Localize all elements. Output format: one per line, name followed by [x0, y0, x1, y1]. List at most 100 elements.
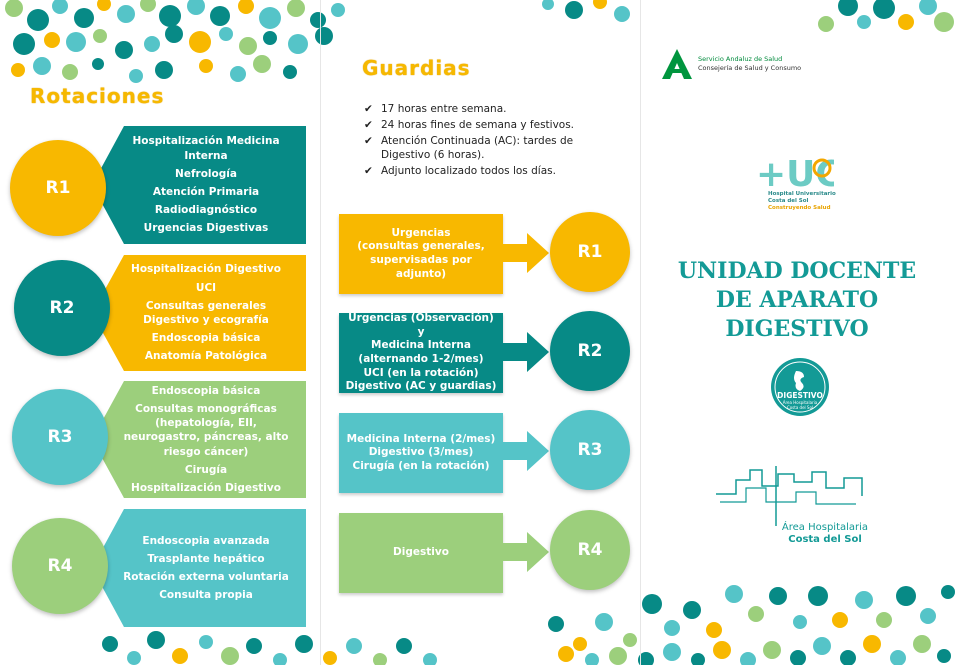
- level-circle-r4: R4: [12, 518, 108, 614]
- decorative-dot: [423, 653, 437, 665]
- decorative-dot: [246, 638, 262, 654]
- badge-line-2: Costa del Sol: [786, 405, 814, 410]
- decorative-dot: [199, 635, 213, 649]
- rotation-item: Rotación externa voluntaria: [123, 571, 289, 583]
- arrow-right-icon: [503, 532, 549, 572]
- decorative-dot: [808, 586, 828, 606]
- decorative-dot: [74, 8, 94, 28]
- panel-fold-1: [320, 0, 321, 665]
- bullet-text: Adjunto localizado todos los días.: [381, 165, 556, 177]
- rotation-item: Endoscopia básica: [151, 332, 261, 345]
- decorative-dot: [919, 0, 937, 15]
- rotation-box-r3: Endoscopia básica Consultas monográficas…: [92, 381, 306, 498]
- decorative-dot: [331, 3, 345, 17]
- decorative-dot: [230, 66, 246, 82]
- decorative-dot: [593, 0, 607, 9]
- decorative-dot: [27, 9, 49, 31]
- rotation-box-r2: Hospitalización Digestivo UCI Consultas …: [92, 255, 306, 371]
- decorative-dot: [706, 622, 722, 638]
- decorative-dot: [614, 6, 630, 22]
- decorative-dot: [187, 0, 205, 15]
- guard-circle-r2: R2: [550, 311, 630, 391]
- decorative-dot: [189, 31, 211, 53]
- decorative-dot: [199, 59, 213, 73]
- bullet-text: Atención Continuada (AC): tardes de Dige…: [381, 135, 574, 161]
- arrow-right-icon: [503, 431, 549, 471]
- decorative-dot: [346, 638, 362, 654]
- rotation-item: Atención Primaria: [152, 186, 260, 198]
- rotation-box-r4: Endoscopia avanzada Trasplante hepático …: [92, 509, 306, 627]
- decorative-dot: [913, 635, 931, 653]
- decorative-dot: [725, 585, 743, 603]
- decorative-dot: [863, 635, 881, 653]
- decorative-dot: [283, 65, 297, 79]
- decorative-dot: [221, 647, 239, 665]
- badge-title: DIGESTIVO: [777, 391, 823, 400]
- decorative-dot: [287, 0, 305, 17]
- decorative-dot: [219, 27, 233, 41]
- guard-line: Digestivo: [393, 546, 449, 559]
- decorative-dot: [5, 0, 23, 17]
- rotation-item: Consultas generales Digestivo y ecografí…: [143, 299, 269, 326]
- cover-title: UNIDAD DOCENTE DE APARATO DIGESTIVO: [652, 257, 942, 344]
- decorative-dot: [310, 12, 326, 28]
- guard-box-r4: Digestivo: [339, 513, 503, 593]
- decorative-dot: [663, 643, 681, 661]
- decorative-dot: [263, 31, 277, 45]
- check-icon: ✔: [364, 165, 373, 177]
- decorative-dot: [683, 601, 701, 619]
- check-icon: ✔: [364, 119, 373, 131]
- decorative-dot: [691, 653, 705, 665]
- decorative-dot: [295, 635, 313, 653]
- decorative-dot: [609, 647, 627, 665]
- decorative-dot: [323, 651, 337, 665]
- sas-logo-icon: [662, 49, 692, 79]
- decorative-dot: [44, 32, 60, 48]
- panel-fold-2: [640, 0, 641, 665]
- area-line-1: Área Hospitalaria: [781, 522, 869, 533]
- decorative-dot: [857, 15, 871, 29]
- guard-line: Digestivo (3/mes): [368, 446, 474, 459]
- decorative-dot: [920, 608, 936, 624]
- sas-logo-text: Servicio Andaluz de Salud Consejería de …: [698, 55, 801, 73]
- decorative-dot: [896, 586, 916, 606]
- digestivo-badge-icon: [771, 358, 829, 416]
- rotation-item: Anatomía Patológica: [144, 350, 268, 363]
- check-icon: ✔: [364, 103, 373, 115]
- list-item: ✔ Adjunto localizado todos los días.: [364, 164, 591, 178]
- decorative-dot: [117, 5, 135, 23]
- decorative-dot: [558, 646, 574, 662]
- badge-text: DIGESTIVO Área Hospitalaria Costa del So…: [770, 391, 830, 410]
- guard-box-r3: Medicina Interna (2/mes) Digestivo (3/me…: [339, 413, 503, 493]
- decorative-dot: [239, 37, 257, 55]
- arrow-right-icon: [503, 332, 549, 372]
- decorative-dot: [259, 7, 281, 29]
- decorative-dot: [172, 648, 188, 664]
- decorative-dot: [97, 0, 111, 11]
- decorative-dot: [115, 41, 133, 59]
- decorative-dot: [396, 638, 412, 654]
- guard-circle-r1: R1: [550, 212, 630, 292]
- decorative-dot: [373, 653, 387, 665]
- decorative-dot: [140, 0, 156, 12]
- rotation-item: UCI: [195, 281, 217, 294]
- guard-line: (alternando 1-2/mes): [358, 353, 484, 365]
- guard-box-r1: Urgencias (consultas generales, supervis…: [339, 214, 503, 294]
- guard-line: supervisadas por adjunto): [370, 254, 472, 280]
- decorative-dot: [127, 651, 141, 665]
- guard-line: (consultas generales,: [357, 240, 485, 253]
- rotation-item: Hospitalización Digestivo: [131, 263, 281, 276]
- decorative-dot: [763, 641, 781, 659]
- rotation-item: Endoscopia básica: [151, 384, 261, 397]
- guard-line: Urgencias (Observación) y: [348, 312, 494, 338]
- decorative-dot: [273, 653, 287, 665]
- decorative-dot: [642, 594, 662, 614]
- decorative-dot: [548, 616, 564, 632]
- decorative-dot: [890, 650, 906, 665]
- decorative-dot: [595, 613, 613, 631]
- decorative-dot: [542, 0, 554, 10]
- bullet-text: 24 horas fines de semana y festivos.: [381, 119, 575, 131]
- guard-line: Cirugía (en la rotación): [352, 459, 490, 472]
- area-hospitalaria-text: Área Hospitalaria Costa del Sol: [770, 522, 880, 546]
- decorative-dot: [315, 27, 333, 45]
